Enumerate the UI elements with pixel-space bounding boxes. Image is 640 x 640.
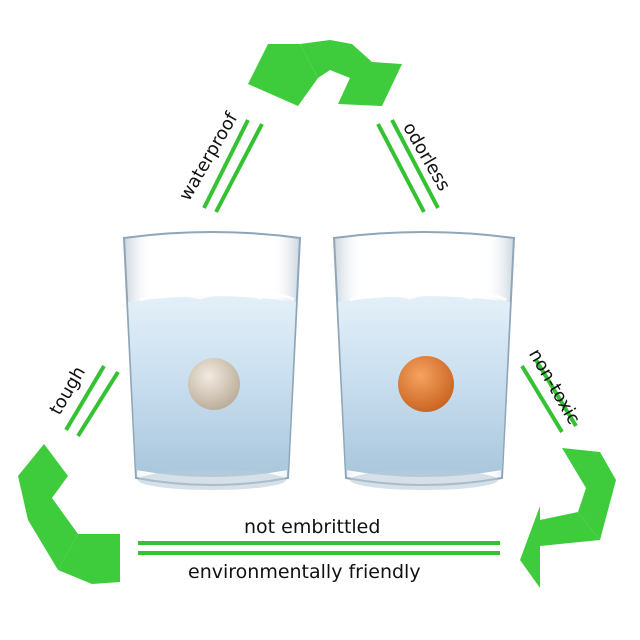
recycle-arrow-top-icon (248, 40, 402, 106)
glass-left (122, 231, 302, 490)
label-environmentally-friendly: environmentally friendly (188, 561, 421, 583)
connector-lines (64, 119, 578, 555)
label-not-embrittled: not embrittled (244, 516, 381, 538)
glass-right (332, 231, 516, 490)
recycle-arrow-right-icon (520, 448, 616, 588)
recycle-arrow-left-icon (18, 444, 120, 584)
